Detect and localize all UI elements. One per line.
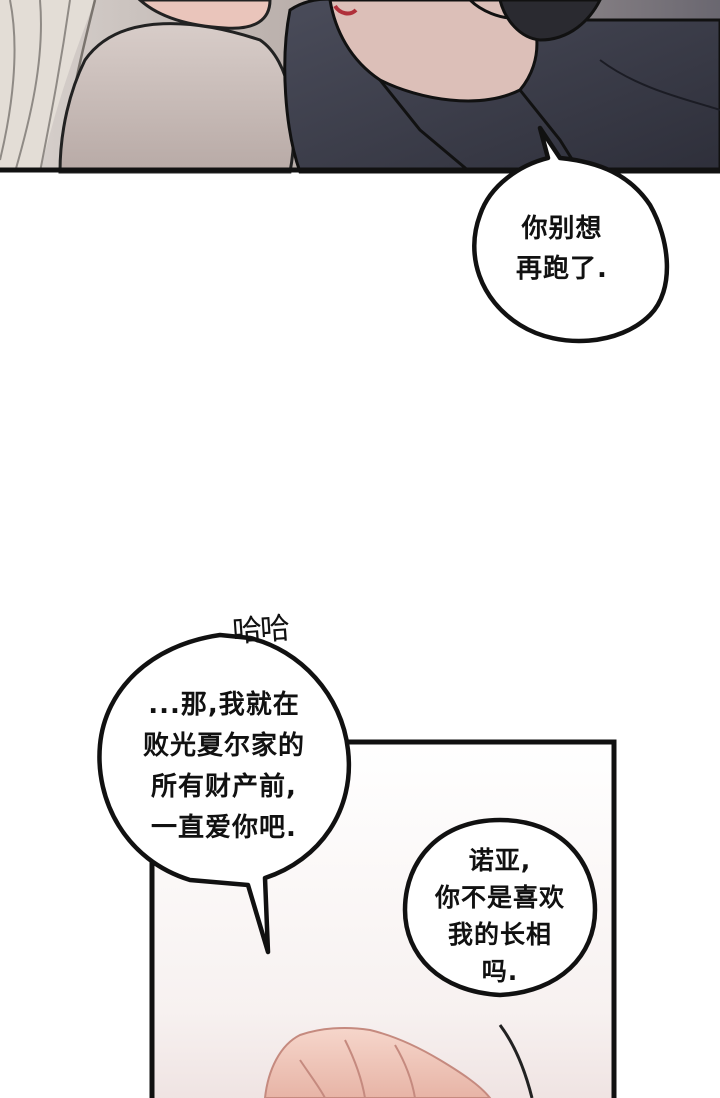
speech-bubble-1 [472,125,670,344]
bubble-line: 吗. [481,957,519,986]
sound-effect-laugh: 哈哈 [231,611,290,650]
bubble-line: ...那,我就在 [148,690,300,720]
top-panel [0,0,720,174]
bubble-line: 我的长相 [447,920,552,949]
bubble-line: 你不是喜欢 [434,883,565,912]
bubble-line: 所有财产前, [151,772,297,802]
bubble-line: 败光夏尔家的 [142,731,305,761]
speech-bubble-1-text: 你别想 再跑了. [492,209,632,289]
speech-bubble-2 [97,632,352,955]
speech-bubble-3 [402,817,598,998]
speech-bubble-3-text: 诺亚, 你不是喜欢 我的长相 吗. [410,842,590,990]
bubble-line: 你别想 [521,214,603,244]
speech-bubble-2-text: ...那,我就在 败光夏尔家的 所有财产前, 一直爱你吧. [112,685,336,849]
bubble-line: 诺亚, [468,846,532,875]
bubble-line: 一直爱你吧. [151,813,297,843]
bubble-line: 再跑了. [516,254,608,284]
